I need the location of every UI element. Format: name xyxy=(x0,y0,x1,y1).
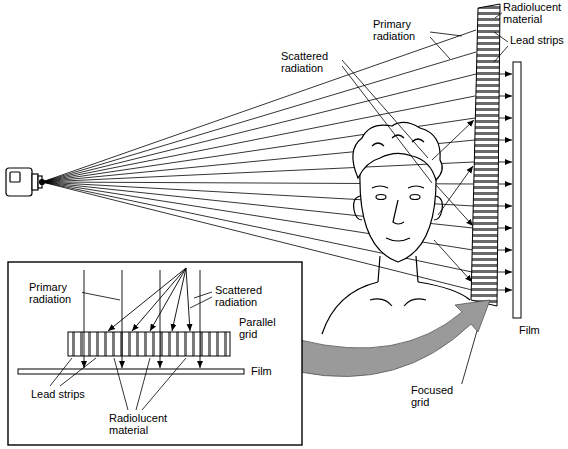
nose xyxy=(393,200,404,224)
scatter-arrow xyxy=(108,268,186,331)
parallel-grid xyxy=(68,332,230,356)
scattered-rays xyxy=(432,120,474,282)
ray-arrow xyxy=(499,118,512,119)
scatter-arrow xyxy=(150,268,186,331)
transmitted-rays xyxy=(498,74,512,290)
mouth xyxy=(386,238,410,241)
ray-arrow xyxy=(499,162,512,163)
leader-line xyxy=(430,37,450,59)
ray xyxy=(42,52,476,182)
hair xyxy=(353,122,442,180)
face-outline xyxy=(360,172,436,262)
eyebrows xyxy=(372,186,424,188)
primary-arrow xyxy=(200,270,201,368)
tube-collimator xyxy=(32,174,38,190)
leader-line xyxy=(194,292,212,298)
label-text: Film xyxy=(250,365,273,377)
shoulder xyxy=(322,282,378,334)
scatter-ray xyxy=(438,166,473,215)
leader-line xyxy=(136,358,150,410)
tube-housing xyxy=(6,168,32,196)
leader-line xyxy=(114,358,128,410)
ray xyxy=(42,30,476,182)
focused-grid xyxy=(471,4,500,306)
ray-arrow xyxy=(499,140,512,141)
label-text: Primary radiation xyxy=(28,281,82,305)
scatter-arrow xyxy=(132,268,186,331)
leader-line xyxy=(494,46,508,62)
ray-arrow xyxy=(498,290,512,291)
ray-arrow xyxy=(498,272,512,273)
label-text: Radiolucent material xyxy=(502,1,566,25)
neck xyxy=(378,256,418,282)
scatter-ray xyxy=(432,120,474,160)
label-text: Lead strips xyxy=(509,34,565,46)
leader-line xyxy=(494,32,508,42)
scatter-ray xyxy=(436,185,473,226)
ray-arrow xyxy=(500,74,512,75)
clavicle xyxy=(370,299,426,306)
ray-arrow xyxy=(499,184,512,185)
magnify-arrow xyxy=(300,300,490,377)
x-ray-tube xyxy=(6,168,45,196)
ray-arrow xyxy=(498,206,512,207)
ray-arrow xyxy=(498,250,512,251)
patient-head xyxy=(322,122,470,334)
ray-arrow xyxy=(499,96,512,97)
leader-line xyxy=(80,292,120,300)
inset-film xyxy=(18,369,244,374)
film xyxy=(513,62,521,318)
label-text: Film xyxy=(518,324,541,336)
primary-rays xyxy=(42,30,476,290)
ray-arrow xyxy=(498,228,512,229)
tube-window xyxy=(10,172,20,182)
ray xyxy=(42,96,475,182)
leader-line xyxy=(342,60,428,158)
eye xyxy=(410,195,420,200)
primary-arrow xyxy=(84,270,85,368)
scatter-ray xyxy=(434,240,472,282)
label-text: Focused grid xyxy=(410,384,462,408)
ear xyxy=(434,196,442,220)
leader-lines xyxy=(342,12,508,390)
primary-arrow xyxy=(160,270,161,368)
ear xyxy=(354,196,362,220)
ray xyxy=(42,74,476,182)
shoulder xyxy=(418,282,470,300)
leader-line xyxy=(142,358,186,410)
scatter-arrow xyxy=(186,268,190,331)
inset-frame xyxy=(8,262,302,445)
scatter-arrow xyxy=(172,268,186,331)
leader-line xyxy=(430,32,462,36)
label-text: Scattered radiation xyxy=(214,284,274,308)
label-text: Radiolucent material xyxy=(108,412,172,436)
label-text: Lead strips xyxy=(30,388,86,400)
parallel-grid-inset xyxy=(8,262,302,445)
label-text: Scattered radiation xyxy=(280,50,342,74)
leader-line xyxy=(190,297,212,308)
leader-line xyxy=(342,66,432,183)
leader-line xyxy=(50,358,72,386)
leader-line xyxy=(60,358,96,386)
label-text: Primary radiation xyxy=(372,18,430,42)
eye xyxy=(376,195,386,200)
label-text: Parallel grid xyxy=(238,316,288,340)
